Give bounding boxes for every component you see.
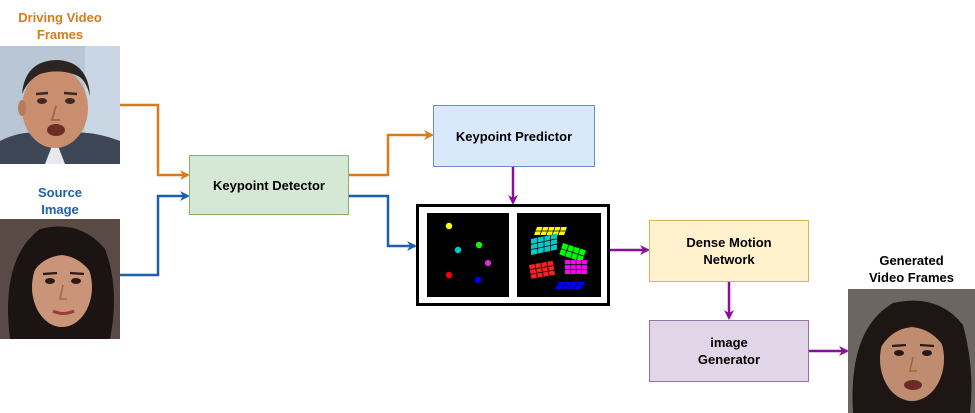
keypoint-predictor-box: Keypoint Predictor <box>433 105 595 167</box>
keypoint-motion-panel <box>416 204 610 306</box>
driving-frame-image <box>0 46 120 164</box>
arrow-detector-to-panel <box>349 194 417 251</box>
motion-grids <box>529 227 587 289</box>
dense-motion-network-box: Dense Motion Network <box>649 220 809 282</box>
keypoint-map <box>427 213 509 297</box>
generated-frame-image <box>848 289 975 413</box>
keypoint-dot <box>445 271 453 279</box>
keypoint-predictor-label: Keypoint Predictor <box>455 128 573 144</box>
keypoint-dot <box>454 246 462 254</box>
arrow-source-to-detector <box>120 191 190 277</box>
keypoint-dot <box>474 276 482 284</box>
keypoint-dot <box>484 259 492 267</box>
dense-motion-network-label: Dense Motion Network <box>686 235 772 267</box>
arrow-driving-to-detector <box>120 103 190 180</box>
keypoint-dot <box>475 241 483 249</box>
keypoint-detector-box: Keypoint Detector <box>189 155 349 215</box>
keypoint-detector-label: Keypoint Detector <box>213 177 325 193</box>
keypoint-dots <box>445 222 492 284</box>
source-image <box>0 219 120 339</box>
source-image-label: Source Image <box>37 185 83 217</box>
arrow-detector-to-predictor <box>349 130 434 177</box>
generated-frames-label: Generated Video Frames <box>868 253 955 285</box>
image-generator-box: image Generator <box>649 320 809 382</box>
keypoint-dot <box>445 222 453 230</box>
driving-frames-label: Driving Video Frames <box>18 10 102 42</box>
image-generator-label: image Generator <box>697 335 761 367</box>
